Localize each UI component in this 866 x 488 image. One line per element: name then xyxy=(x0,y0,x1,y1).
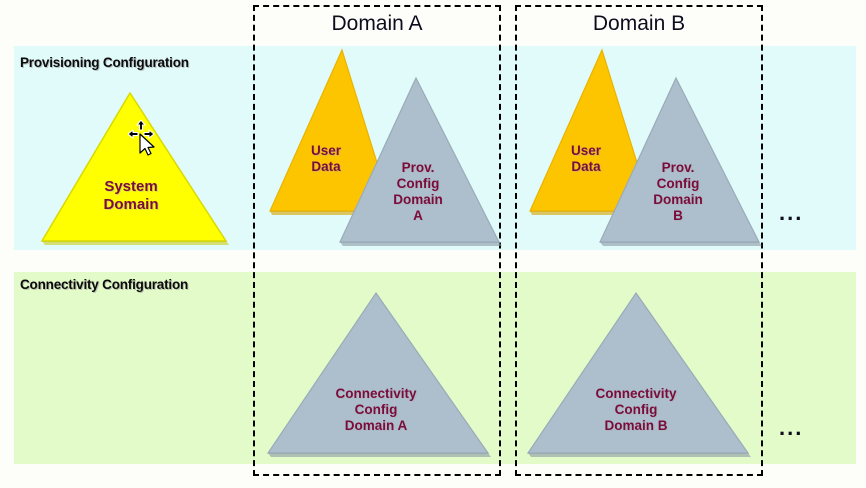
move-cursor-icon xyxy=(127,119,162,156)
connectivity-more-domains-ellipsis: ... xyxy=(779,415,804,440)
domain-b-title: Domain B xyxy=(592,12,686,35)
prov-config-domain-a-triangle[interactable] xyxy=(336,76,511,254)
provisioning-more-domains-ellipsis: ... xyxy=(779,200,804,225)
connectivity-config-domain-b-triangle[interactable] xyxy=(524,290,756,465)
provisioning-configuration-label: Provisioning Configuration xyxy=(20,55,189,70)
domain-a-title: Domain A xyxy=(331,12,423,35)
system-domain-triangle[interactable] xyxy=(36,88,236,248)
prov-config-domain-b-triangle[interactable] xyxy=(596,76,771,254)
domain-b-boundary xyxy=(515,5,763,476)
connectivity-configuration-label: Connectivity Configuration xyxy=(20,277,189,292)
domain-a-boundary xyxy=(253,5,501,476)
connectivity-config-domain-a-triangle[interactable] xyxy=(264,290,496,465)
